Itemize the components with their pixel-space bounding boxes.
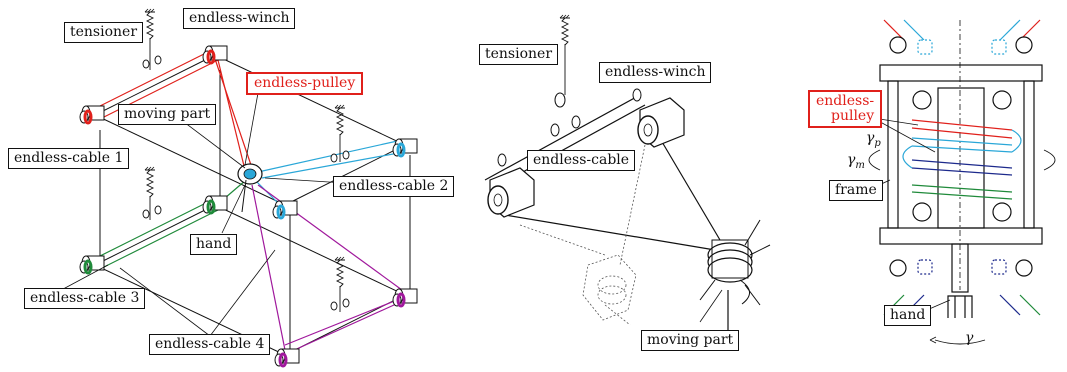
middle-winches — [487, 97, 685, 218]
label-endless-winch-left: endless-winch — [183, 8, 296, 29]
label-moving-part-mid: moving part — [641, 330, 740, 351]
label-moving-part-left: moving part — [118, 104, 217, 125]
label-tensioner-mid: tensioner — [479, 44, 559, 65]
tensioner-springs — [142, 8, 350, 312]
symbol-gamma-p: γp — [866, 130, 881, 149]
label-endless-winch-mid: endless-winch — [599, 62, 712, 83]
right-diagram — [867, 19, 1056, 345]
label-endless-pulley-right: endless- pulley — [808, 90, 883, 128]
label-endless-cable-2: endless-cable 2 — [333, 176, 455, 197]
middle-tensioner — [497, 14, 642, 167]
winch-color-bands — [83, 49, 406, 368]
middle-leader-lines — [699, 289, 723, 323]
rotation-arrows — [868, 149, 1056, 345]
label-endless-pulley-left: endless-pulley — [246, 72, 364, 95]
moving-part-hub — [237, 163, 263, 213]
symbol-gamma: γ — [965, 330, 974, 346]
label-endless-cable-3: endless-cable 3 — [24, 288, 146, 309]
middle-cables — [484, 94, 721, 251]
label-hand-left: hand — [190, 234, 238, 255]
middle-dotted-ghost — [519, 144, 646, 326]
right-frame — [879, 20, 1043, 318]
label-tensioner-left: tensioner — [64, 22, 144, 43]
cube-frame — [94, 54, 411, 356]
label-endless-cable-1: endless-cable 1 — [8, 148, 130, 169]
label-endless-cable-mid: endless-cable — [527, 150, 636, 171]
right-pulleys — [889, 36, 1033, 277]
endless-cable-3-lines — [91, 179, 247, 271]
label-frame: frame — [829, 180, 883, 201]
label-hand-right: hand — [884, 305, 932, 326]
middle-moving-part — [699, 219, 771, 330]
symbol-gamma-m: γm — [847, 152, 865, 171]
label-endless-cable-4: endless-cable 4 — [149, 334, 271, 355]
middle-diagram — [484, 14, 771, 330]
